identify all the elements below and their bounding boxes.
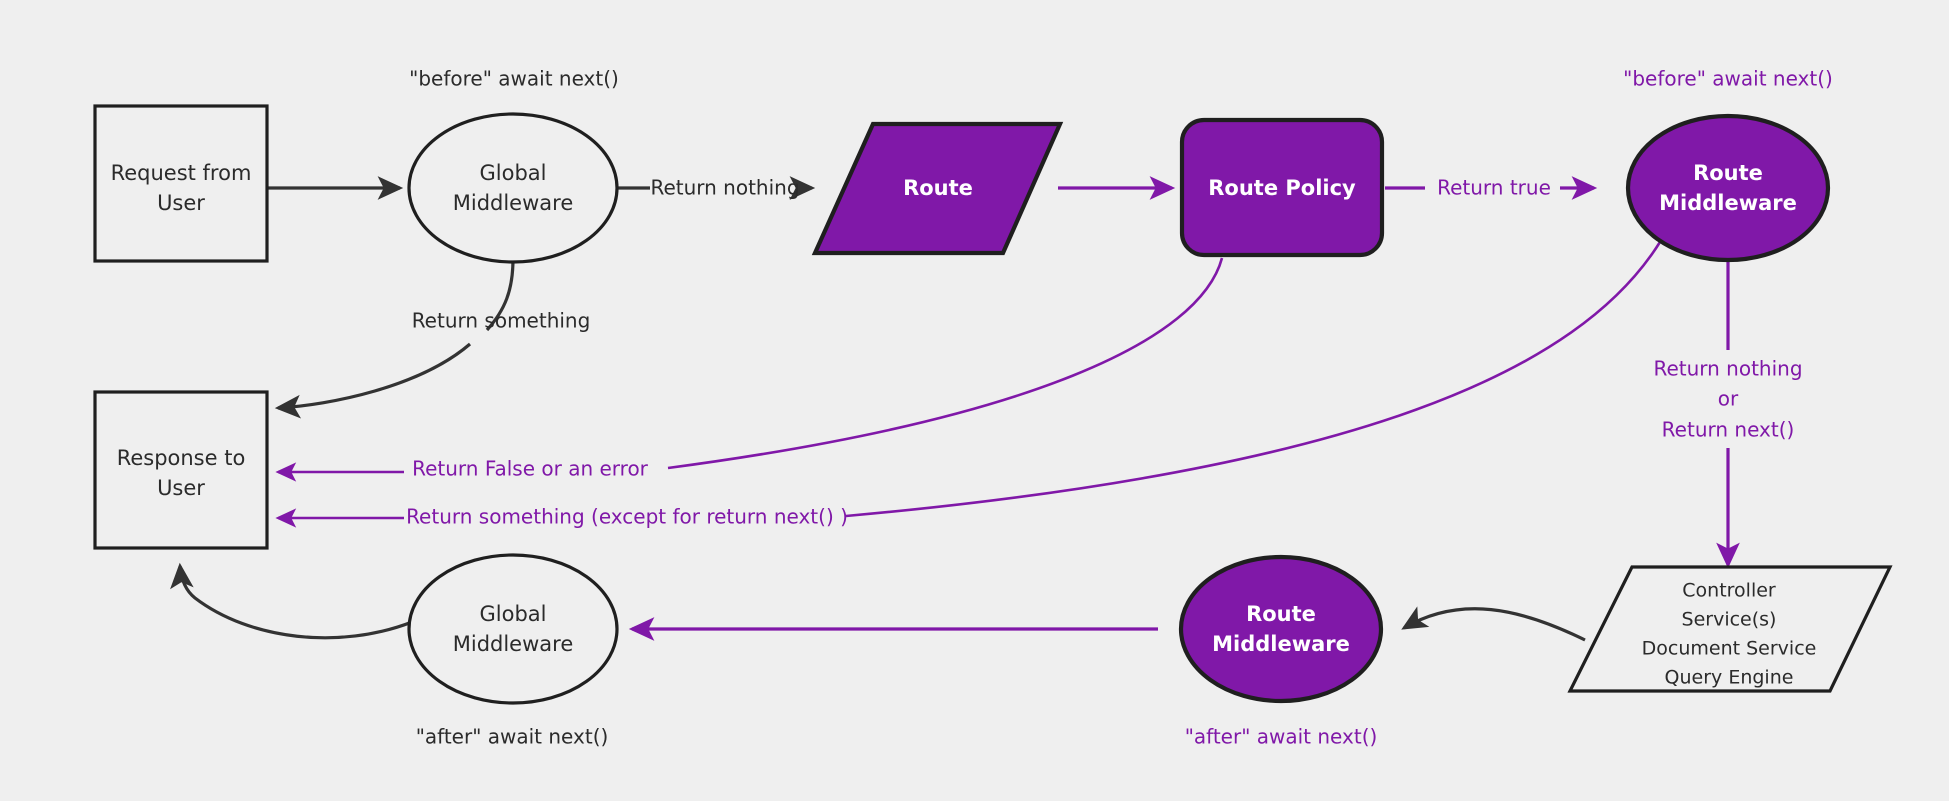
edge-global-middleware-to-response <box>274 258 515 419</box>
node-route-middleware-top[interactable]: Route Middleware <box>1625 113 1831 263</box>
edge-label-return-nothing-or-next-line1: Return nothing <box>1653 357 1802 381</box>
node-route-middleware-top-line1: Route <box>1693 161 1763 185</box>
edge-controller-to-route-middleware-bottom <box>1401 606 1586 642</box>
edge-route-middleware-to-response <box>275 241 1662 528</box>
annotation-after-await-next-global: "after" await next() <box>416 725 609 749</box>
annotation-before-await-next-route: "before" await next() <box>1623 67 1833 91</box>
node-route[interactable]: Route <box>811 121 1064 256</box>
edge-label-return-nothing-or-next-line3: Return next() <box>1662 418 1795 442</box>
node-route-policy[interactable]: Route Policy <box>1179 117 1385 258</box>
node-request-from-user[interactable]: Request from User <box>93 104 269 263</box>
edge-label-return-something: Return something <box>412 309 591 333</box>
node-global-middleware-top[interactable]: Global Middleware <box>407 112 619 264</box>
node-route-middleware-bottom-line1: Route <box>1246 602 1316 626</box>
node-route-middleware-top-line2: Middleware <box>1659 191 1797 215</box>
edge-label-return-false-or-error: Return False or an error <box>412 457 649 481</box>
node-global-middleware-top-line2: Middleware <box>453 191 574 215</box>
node-response-to-user[interactable]: Response to User <box>93 390 269 550</box>
node-global-middleware-bottom-line1: Global <box>480 602 547 626</box>
node-controller-stack-line1: Controller <box>1682 580 1776 602</box>
node-response-to-user-line1: Response to <box>117 446 246 470</box>
node-request-from-user-line2: User <box>157 191 205 215</box>
annotation-after-await-next-route: "after" await next() <box>1185 725 1378 749</box>
node-route-middleware-bottom-line2: Middleware <box>1212 632 1350 656</box>
edge-label-return-true: Return true <box>1437 176 1551 200</box>
node-global-middleware-bottom[interactable]: Global Middleware <box>407 553 619 705</box>
node-global-middleware-bottom-line2: Middleware <box>453 632 574 656</box>
annotation-before-await-next-global: "before" await next() <box>409 67 619 91</box>
node-controller-stack-line4: Query Engine <box>1665 667 1794 689</box>
node-controller-stack-line3: Document Service <box>1642 638 1817 660</box>
node-response-to-user-line2: User <box>157 476 205 500</box>
edge-label-return-something-except-next: Return something (except for return next… <box>406 505 848 529</box>
node-request-from-user-line1: Request from <box>111 161 252 185</box>
edge-label-return-nothing-or-next-line2: or <box>1718 387 1739 411</box>
edge-global-middleware-bottom-to-response <box>170 562 413 640</box>
node-controller-stack[interactable]: Controller Service(s) Document Service Q… <box>1567 565 1893 693</box>
edge-route-policy-to-response <box>275 257 1224 482</box>
node-route-policy-label: Route Policy <box>1208 176 1356 200</box>
node-controller-stack-line2: Service(s) <box>1682 609 1777 631</box>
node-global-middleware-top-line1: Global <box>480 161 547 185</box>
node-route-label: Route <box>903 176 973 200</box>
edge-label-return-nothing: Return nothing <box>650 176 799 200</box>
node-route-middleware-bottom[interactable]: Route Middleware <box>1178 554 1384 704</box>
